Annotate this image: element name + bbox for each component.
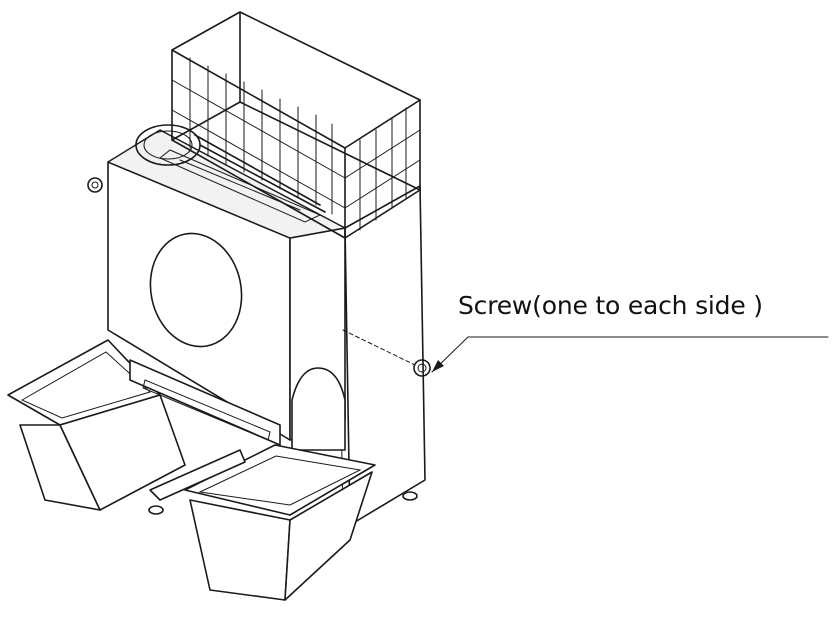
left-bin xyxy=(7,339,186,511)
dome-cup xyxy=(291,367,346,451)
chute xyxy=(129,359,281,446)
right-bin xyxy=(149,444,376,601)
front-window xyxy=(149,232,243,348)
handle-ring xyxy=(135,124,326,213)
screw-guide-line xyxy=(342,329,416,366)
side-knob xyxy=(87,177,103,193)
callout-leader xyxy=(431,336,829,373)
callout-label: Screw(one to each side ) xyxy=(458,291,763,320)
wire-basket xyxy=(171,11,421,239)
screw xyxy=(413,359,431,377)
feet xyxy=(148,491,418,515)
